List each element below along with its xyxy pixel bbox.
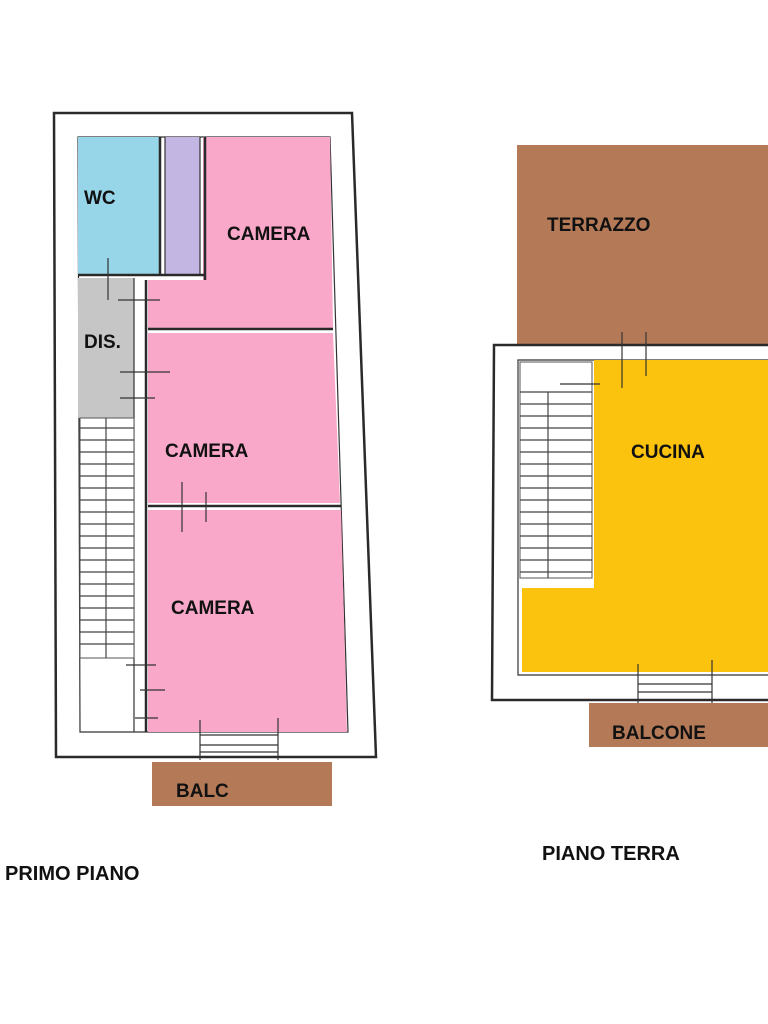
primo-camera-1 (148, 137, 333, 328)
piano-terra-plan: TERRAZZO CUCINA BALCONE PIANO TERRA (490, 145, 768, 865)
primo-label-camera-3: CAMERA (171, 598, 255, 619)
primo-closet (165, 137, 200, 274)
primo-disimpegno (78, 278, 134, 418)
terra-label-balcone: BALCONE (612, 723, 706, 744)
primo-staircase (79, 417, 135, 659)
terra-cucina (522, 360, 768, 672)
terra-terrazzo (517, 145, 768, 345)
primo-outer-wall (52, 111, 378, 759)
primo-label-wc: WC (84, 188, 116, 209)
primo-camera-3 (148, 510, 347, 732)
primo-piano-plan: WC CAMERA DIS. CAMERA CAMERA BALC PRIMO … (5, 111, 378, 885)
primo-label-dis: DIS. (84, 332, 121, 353)
primo-balcony (152, 762, 332, 806)
primo-label-camera-2: CAMERA (165, 441, 249, 462)
terra-balcone (589, 703, 768, 747)
primo-label-balc: BALC (176, 781, 229, 802)
primo-wc-room (78, 137, 160, 274)
terra-label-terrazzo: TERRAZZO (547, 215, 650, 236)
terra-label-cucina: CUCINA (631, 442, 705, 463)
terra-staircase (519, 361, 593, 579)
primo-camera-2 (148, 333, 340, 503)
piano-terra-title: PIANO TERRA (542, 843, 680, 865)
terra-outer-wall (490, 343, 768, 702)
primo-piano-title: PRIMO PIANO (5, 863, 139, 885)
primo-label-camera-1: CAMERA (227, 224, 311, 245)
